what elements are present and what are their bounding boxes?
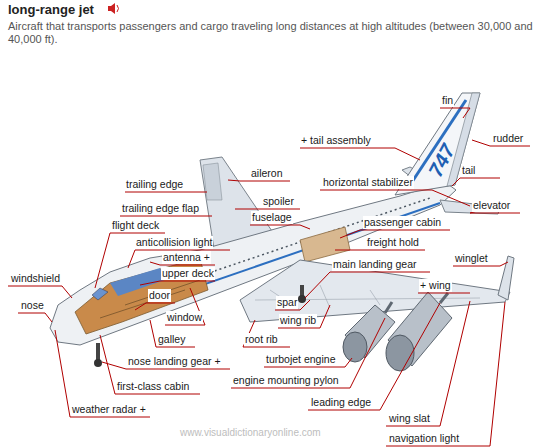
part-label: engine mounting pylon	[232, 374, 340, 387]
part-label: + tail assembly	[300, 134, 372, 147]
part-label: spar	[276, 296, 298, 309]
flap	[203, 163, 222, 200]
part-label: turbojet engine	[265, 353, 336, 366]
part-label: passenger cabin	[363, 216, 442, 229]
part-label: flight deck	[111, 219, 160, 232]
inner-engine-intake	[343, 332, 367, 362]
part-label: horizontal stabilizer	[322, 176, 414, 189]
flight-deck-window	[92, 288, 108, 300]
part-label: spoiler	[262, 195, 295, 208]
part-label: windshield	[10, 272, 61, 285]
part-label: trailing edge flap	[121, 202, 200, 215]
fin-stripe	[410, 100, 466, 185]
part-label: nose landing gear +	[127, 355, 222, 368]
part-label: fuselage	[251, 211, 293, 224]
part-label: nose	[20, 299, 45, 312]
part-label: rudder	[492, 132, 524, 145]
part-label: root rib	[244, 333, 279, 346]
part-label: main landing gear	[332, 258, 417, 271]
part-label: aileron	[250, 167, 284, 180]
leader-lines	[8, 108, 530, 446]
part-label: navigation light	[388, 432, 460, 445]
part-label: wing slat	[388, 412, 431, 425]
part-label: anticollision light	[135, 236, 213, 249]
speaker-icon	[108, 3, 119, 14]
part-label: trailing edge	[125, 178, 184, 191]
pylon	[385, 302, 392, 313]
freight-cutaway	[300, 227, 350, 262]
part-label: winglet	[454, 252, 489, 265]
part-label: elevator	[472, 199, 511, 212]
part-label: tail	[461, 164, 476, 177]
part-label: door	[148, 289, 171, 302]
part-label: wing rib	[279, 314, 317, 327]
pylon	[440, 293, 448, 303]
watermark: www.visualdictionaryonline.com	[180, 427, 321, 438]
part-label: freight hold	[366, 236, 420, 249]
outer-engine-intake	[386, 335, 414, 371]
tail-number: 747	[424, 141, 460, 181]
nose-gear	[96, 343, 100, 361]
part-label: weather radar +	[71, 403, 147, 416]
diagram-caption: Aircraft that transports passengers and …	[8, 20, 544, 46]
part-label: upper deck	[161, 267, 215, 280]
diagram-title: long-range jet	[8, 2, 94, 17]
part-label: + wing	[419, 279, 452, 292]
part-label: leading edge	[310, 396, 372, 409]
part-label: galley	[157, 333, 186, 346]
part-label: antenna +	[162, 251, 211, 264]
part-label: fin	[441, 94, 454, 107]
main-wheel	[298, 295, 306, 303]
part-label: first-class cabin	[116, 380, 190, 393]
part-label: window	[166, 311, 203, 324]
nose-wheel	[94, 359, 102, 367]
